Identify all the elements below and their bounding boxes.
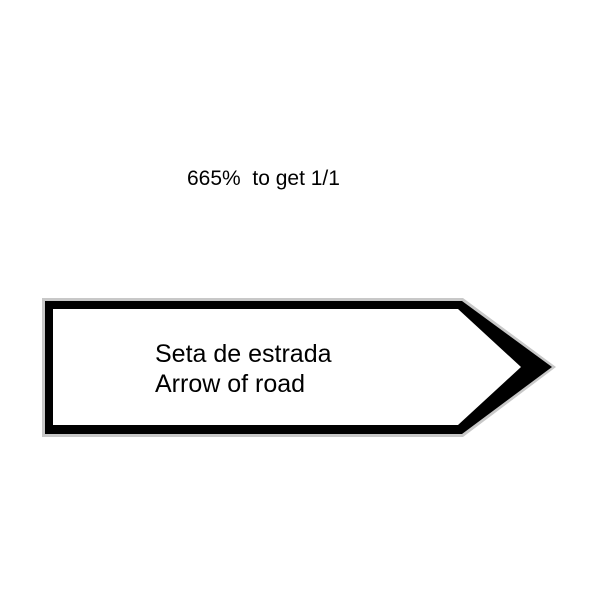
sign-label-english: Arrow of road — [155, 370, 306, 398]
sign-label-portuguese: Seta de estrada — [155, 340, 332, 368]
sign-face — [53, 309, 521, 425]
scale-note: 665% to get 1/1 — [187, 167, 340, 190]
sign-text: Seta de estrada Arrow of road — [155, 339, 332, 399]
